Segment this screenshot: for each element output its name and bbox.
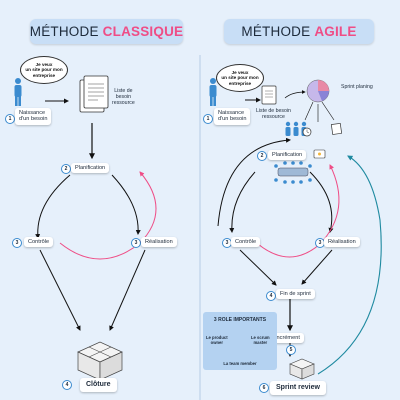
classic-step-2-number: 2 (61, 164, 71, 174)
classic-step-2-label: Planification (71, 163, 110, 174)
agile-document-icon (261, 85, 277, 105)
classic-title-prefix: MÉTHODE (29, 24, 99, 39)
classic-document-icon (79, 75, 109, 113)
classic-step-3b-number: 3 (131, 238, 141, 248)
note-icon (330, 122, 343, 135)
agile-speech-bubble: Je veux un site pour mon entreprise (216, 64, 264, 92)
agile-title-accent: AGILE (314, 24, 357, 39)
agile-title-prefix: MÉTHODE (241, 24, 311, 39)
loop-agile-back-planning (319, 164, 340, 245)
classic-step-3b-label: Réalisation (141, 237, 177, 248)
arrow-control-to-end-sprint (239, 249, 277, 286)
classic-doc-label: Liste de besoin ressource (112, 88, 135, 107)
role-product-owner: Le product owner (206, 335, 228, 345)
classic-step-4-label: Clôture (80, 378, 117, 393)
screen-icon (313, 149, 326, 159)
arrow-realisation-to-cloture (109, 249, 146, 331)
classic-step-1-label: Naissance d'un besoin (15, 108, 52, 125)
agile-step-2-label: Planification (268, 150, 307, 161)
classic-step-3a-label: Contrôle (24, 237, 54, 248)
agile-step-6-number: 6 (259, 383, 269, 393)
arrow-doc-to-sprint (284, 90, 306, 99)
role-team-member: La team member (223, 361, 257, 366)
loop-control-realisation (59, 242, 141, 260)
roles-card: 3 ROLE IMPORTANTS Le product owner Le sc… (203, 312, 277, 370)
agile-step-6-label: Sprint review (270, 381, 326, 396)
classic-speech-bubble: Je veux un site pour mon entreprise (20, 56, 68, 84)
arrow-planning-to-realisation (111, 174, 141, 235)
classic-step-3-number: 3 (12, 238, 22, 248)
agile-step-1-number: 1 (203, 114, 213, 124)
agile-step-1-label: Naissance d'un besoin (214, 108, 251, 125)
pie-chart-icon (306, 79, 330, 103)
arrow-review-to-planning (317, 155, 382, 375)
agile-title: MÉTHODE AGILE (224, 19, 374, 44)
sprint-planing-label: Sprint planing (341, 84, 373, 90)
client-person-icon (14, 78, 22, 106)
link-sprint-3 (321, 101, 335, 121)
agile-step-5-number: 5 (286, 345, 296, 355)
arrow-realisation-to-end-sprint (301, 249, 333, 285)
clock-icon (302, 127, 312, 137)
meeting-table-icon (274, 161, 312, 184)
role-scrum-master: Le scrum master (251, 335, 270, 345)
arrow-control-to-cloture (39, 249, 81, 331)
classic-step-1-number: 1 (5, 114, 15, 124)
agile-doc-label: Liste de besoin ressource (256, 108, 291, 121)
loop-back-planning (139, 171, 157, 244)
agile-step-2-number: 2 (257, 151, 267, 161)
agile-step-3b-label: Réalisation (324, 237, 360, 248)
loop-agile-control-realisation (257, 243, 321, 258)
arrow-agile-planning-to-control (229, 171, 256, 233)
arrow-agile-planning-to-realisation (309, 171, 334, 233)
link-sprint-1 (304, 101, 314, 121)
agile-step-4-number: 4 (266, 291, 276, 301)
agile-step-4-label: Fin de sprint (276, 289, 315, 300)
agile-step-5-label: Incrément (271, 333, 304, 344)
arrow-planning-to-control (35, 174, 71, 239)
classic-title: MÉTHODE CLASSIQUE (30, 19, 183, 44)
agile-box-icon (289, 358, 315, 380)
agile-step-3a-label: Contrôle (231, 237, 261, 248)
classic-title-accent: CLASSIQUE (102, 24, 184, 39)
classic-box-icon (77, 341, 123, 381)
arrow-iteration-loop (217, 137, 291, 227)
classic-step-4-number: 4 (62, 380, 72, 390)
roles-title: 3 ROLE IMPORTANTS (213, 317, 267, 323)
agile-client-person-icon (209, 78, 217, 106)
